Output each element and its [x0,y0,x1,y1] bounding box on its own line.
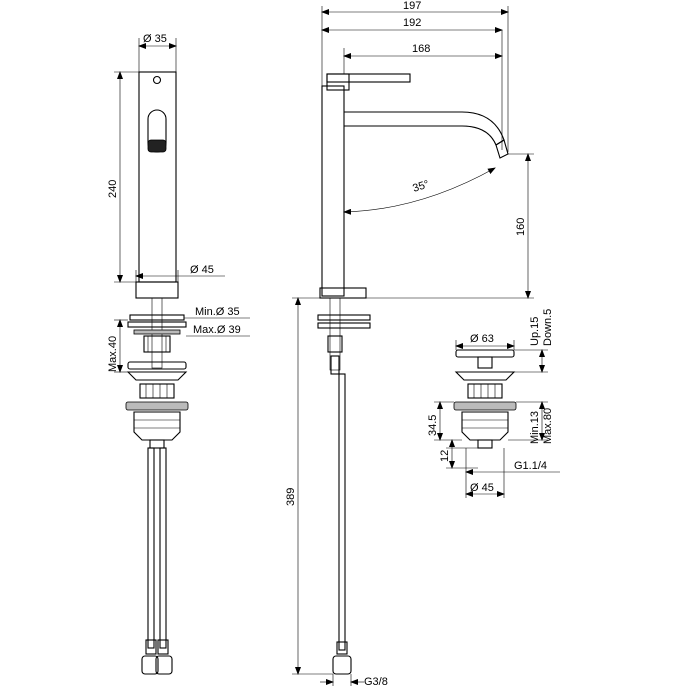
label-height: 240 [107,180,119,198]
label-hole-min: Min.Ø 35 [195,306,240,318]
front-view: Ø 35 240 Ø 45 Min.Ø 35 Max.Ø 39 Max.40 [107,33,250,675]
side-hose [338,373,346,651]
front-hose-nut-right [155,655,173,675]
front-waste-flange [125,401,189,411]
waste-body [461,411,509,441]
side-base [319,287,367,299]
front-hose-left [147,447,155,649]
side-spout [344,111,505,146]
label-swivel-angle: 35° [411,178,431,195]
side-hose-ferrule [336,641,348,655]
front-hose-ferrule-right [157,639,169,655]
side-threaded-rod [329,297,341,371]
side-hose-nut [332,655,352,675]
side-washer-2 [317,322,371,329]
waste-cap [455,349,515,358]
waste-basket [467,383,503,399]
label-max-thickness: Max.40 [107,336,119,372]
front-faucet-body [138,71,177,283]
waste-detail: Ø 63 Up.15 Down.5 34.5 12 Min.13 Max.80 … [427,309,560,498]
label-body-diameter: Ø 45 [470,482,494,494]
front-washer-1 [129,314,185,321]
front-hose-ferrule-left [145,639,157,655]
front-hose-nut-left [141,655,159,675]
waste-tail [477,439,493,449]
label-max-thickness-waste: Max.80 [542,408,554,444]
label-thread: G1.1/4 [514,460,547,472]
waste-flange [453,401,517,411]
label-hole-max: Max.Ø 39 [193,324,241,336]
side-faucet-body [321,85,345,297]
front-lever-pin [152,75,162,85]
front-waste-cap [127,361,187,370]
label-spout-reach: 168 [412,43,430,55]
front-waste-dome [126,371,188,381]
label-connection: G3/8 [364,676,388,688]
side-view: 197 192 168 35° 160 389 G3/8 [285,0,534,688]
label-base-diameter: Ø 45 [190,264,214,276]
side-washer-1 [317,314,371,321]
waste-dome [454,371,516,381]
front-waste-basket [139,383,175,399]
front-aerator [147,139,167,153]
side-lever-hub [326,73,350,91]
label-cap-diameter: Ø 63 [470,333,494,345]
front-hose-right [159,447,167,649]
label-min-thickness: Min.13 [529,411,541,444]
front-washer-2 [127,321,187,328]
front-washer-3 [133,329,181,335]
front-waste-body [133,411,181,441]
label-overall-depth: 197 [403,0,421,12]
dim-arc-swivel [343,167,496,215]
side-clip [330,355,340,375]
front-base [135,281,179,299]
label-outlet-height: 160 [515,218,527,236]
waste-stem [477,356,493,369]
label-flange-height: 34.5 [427,415,439,436]
label-hose-length: 389 [285,488,297,506]
label-stroke-down: Down.5 [542,309,554,346]
front-tail [149,439,165,449]
front-nut [143,335,171,353]
side-lever [326,73,411,83]
label-depth-outlet: 192 [403,17,421,29]
label-stroke-up: Up.15 [529,317,541,346]
label-top-diameter: Ø 35 [143,33,167,45]
label-thread-length: 12 [439,450,451,462]
side-nut [327,335,343,353]
